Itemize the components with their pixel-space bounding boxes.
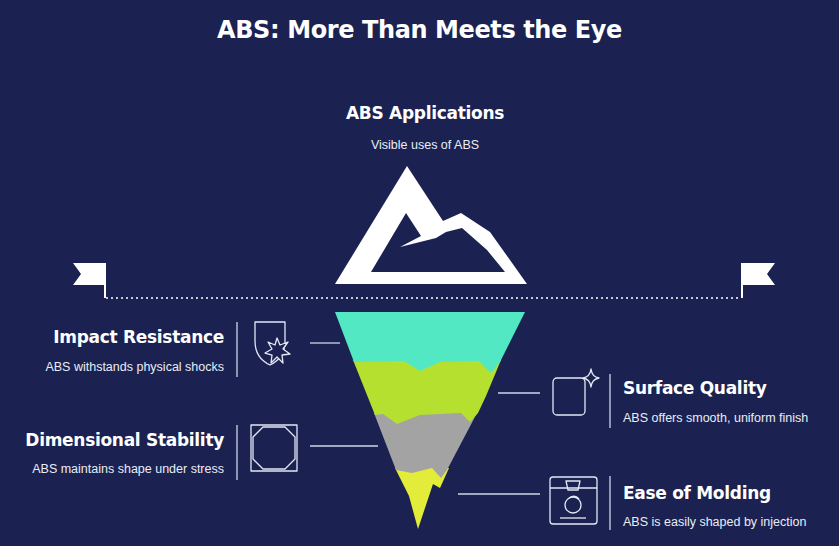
stability-icon [251, 425, 297, 471]
node-description: Visible uses of ABS [250, 137, 600, 153]
node-description: ABS offers smooth, uniform finish [623, 410, 833, 426]
iceberg-band: Dimensional StabilityABS maintains shape… [374, 413, 477, 479]
node-shape [353, 360, 502, 426]
impact-icon [255, 322, 290, 365]
node-heading: Ease of Molding [623, 482, 833, 504]
node-shape [335, 312, 525, 375]
node-shape [374, 413, 477, 479]
iceberg-band: Impact ResistanceABS withstands physical… [335, 312, 525, 375]
node-description: ABS is easily shaped by injection [623, 514, 833, 530]
iceberg-tip: ABS ApplicationsVisible uses of ABS [333, 164, 529, 286]
flag-pole [104, 263, 106, 298]
node-heading: Dimensional Stability [10, 429, 224, 451]
iceberg-band: Surface QualityABS offers smooth, unifor… [353, 360, 502, 426]
node-heading: ABS Applications [250, 102, 600, 124]
flag [73, 263, 105, 285]
flag-pole [741, 263, 743, 298]
node-heading: Surface Quality [623, 377, 833, 399]
node-shape [333, 164, 529, 286]
node-description: ABS maintains shape under stress [10, 461, 224, 477]
node-heading: Impact Resistance [10, 326, 224, 348]
diagram-title: ABS: More Than Meets the Eye [0, 14, 839, 46]
surface-icon [553, 369, 599, 415]
node-description: ABS withstands physical shocks [10, 359, 224, 375]
molding-icon [550, 477, 597, 524]
flag [742, 263, 775, 285]
waterline [106, 297, 741, 299]
